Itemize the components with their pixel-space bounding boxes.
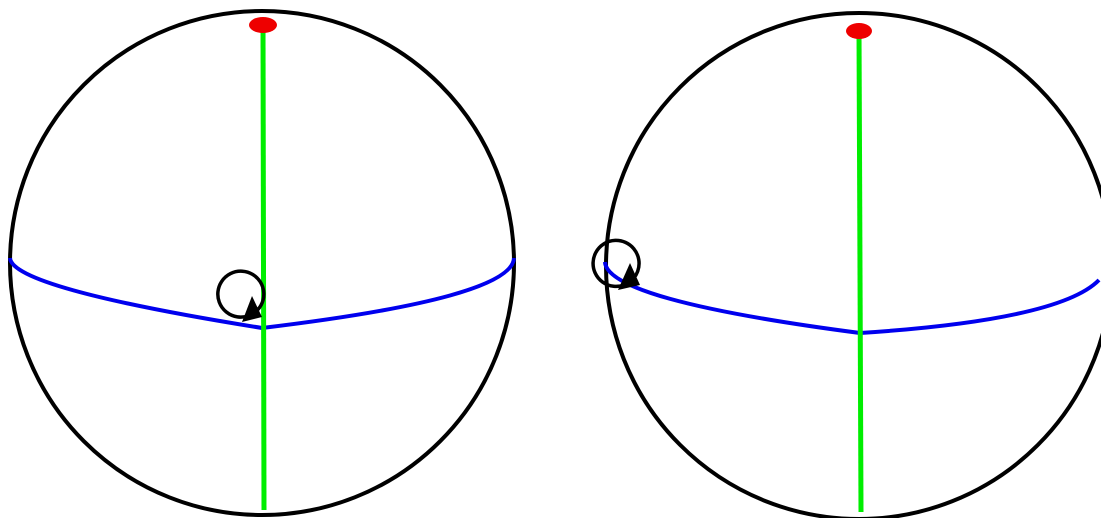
rotation-axis: [263, 25, 264, 510]
rotation-axis: [859, 30, 861, 512]
pole-marker: [846, 23, 872, 39]
sphere-right: [593, 13, 1101, 518]
sphere-left: [10, 11, 514, 515]
sphere-outline: [606, 13, 1101, 518]
rotation-arrow-icon: [593, 240, 640, 290]
equator-line: [605, 262, 1099, 333]
rotation-arrow-icon: [218, 271, 264, 322]
pole-marker: [249, 17, 277, 33]
